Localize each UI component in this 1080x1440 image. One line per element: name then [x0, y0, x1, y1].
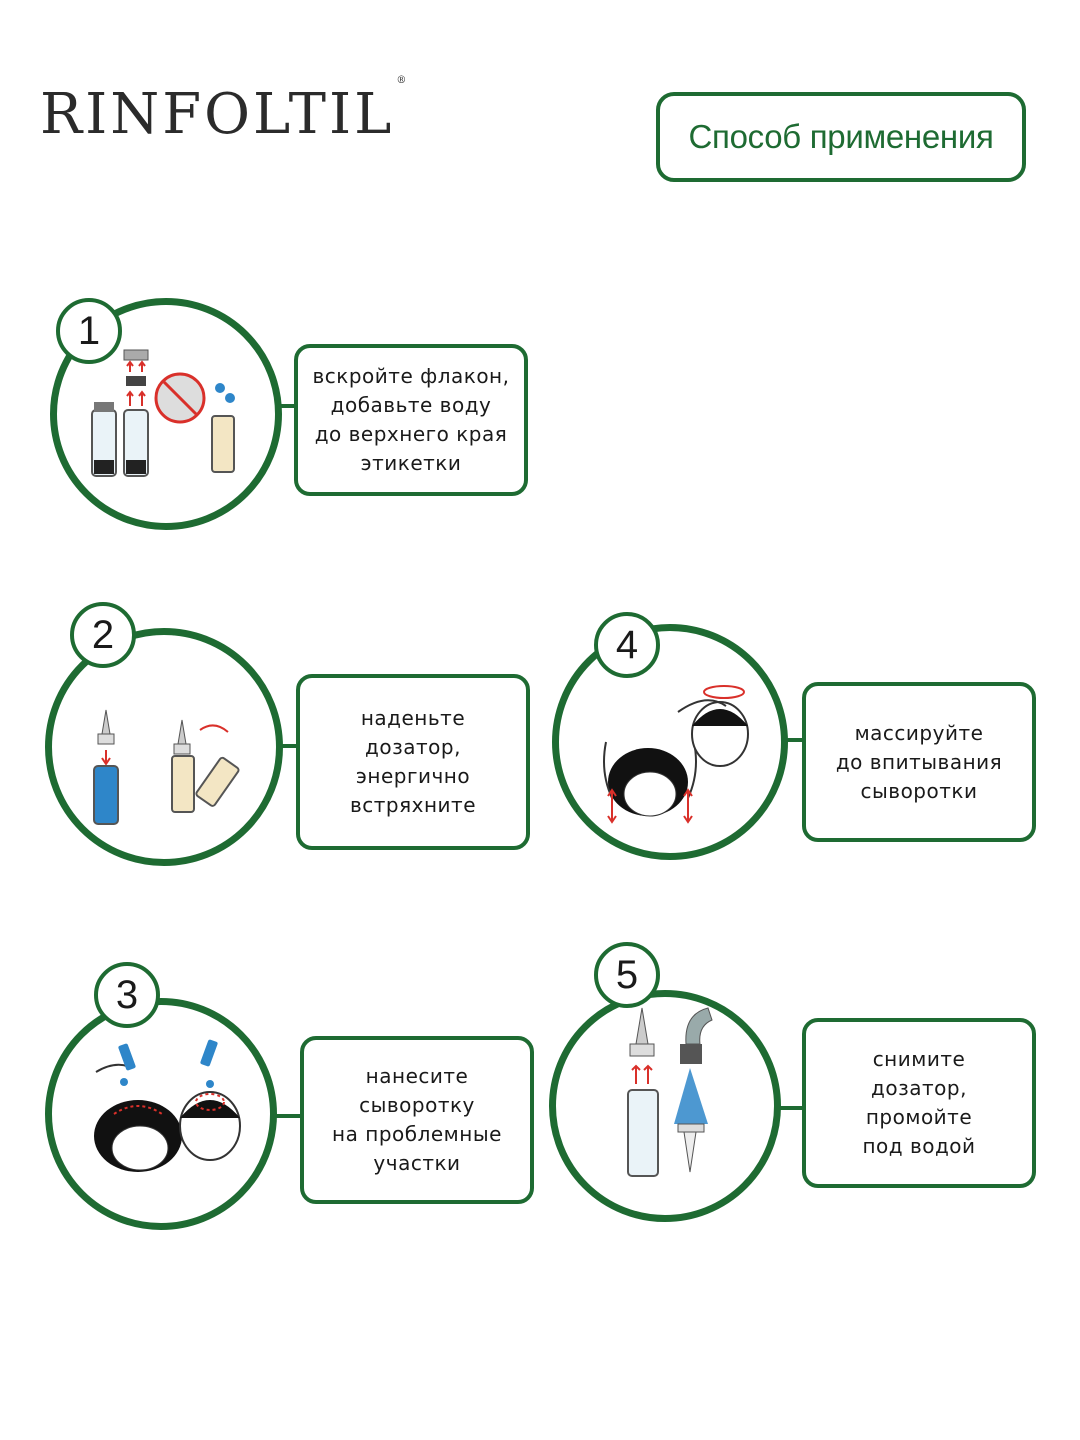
apply-serum-icon: [94, 1039, 241, 1172]
step-2-number: 2: [70, 602, 136, 668]
massage-head-icon: [603, 685, 749, 824]
page-title: Способ применения: [656, 92, 1026, 182]
step-4-text: массируйте до впитывания сыворотки: [802, 682, 1036, 842]
step-4-connector: [786, 738, 804, 742]
step-1-number: 1: [56, 298, 122, 364]
rinse-dispenser-icon: [627, 1007, 713, 1177]
step-5-number: 5: [594, 942, 660, 1008]
step-2-connector: [280, 744, 298, 748]
step-5-circle: [549, 990, 781, 1222]
step-5-connector: [778, 1106, 804, 1110]
step-5-text: снимите дозатор, промойте под водой: [802, 1018, 1036, 1188]
step-2-text: наденьте дозатор, энергично встряхните: [296, 674, 530, 850]
step-4-circle: [552, 624, 788, 860]
step-2-circle: [45, 628, 283, 866]
step-3-text: нанесите сыворотку на проблемные участки: [300, 1036, 534, 1204]
step-1-text: вскройте флакон, добавьте воду до верхне…: [294, 344, 528, 496]
step-3-number: 3: [94, 962, 160, 1028]
step-4-number: 4: [594, 612, 660, 678]
vial-open-icon: [91, 349, 235, 477]
step-1-connector: [280, 404, 296, 408]
step-3-connector: [274, 1114, 302, 1118]
dispenser-shake-icon: [93, 709, 240, 825]
brand-logo: RINFOLTIL®: [40, 75, 410, 147]
